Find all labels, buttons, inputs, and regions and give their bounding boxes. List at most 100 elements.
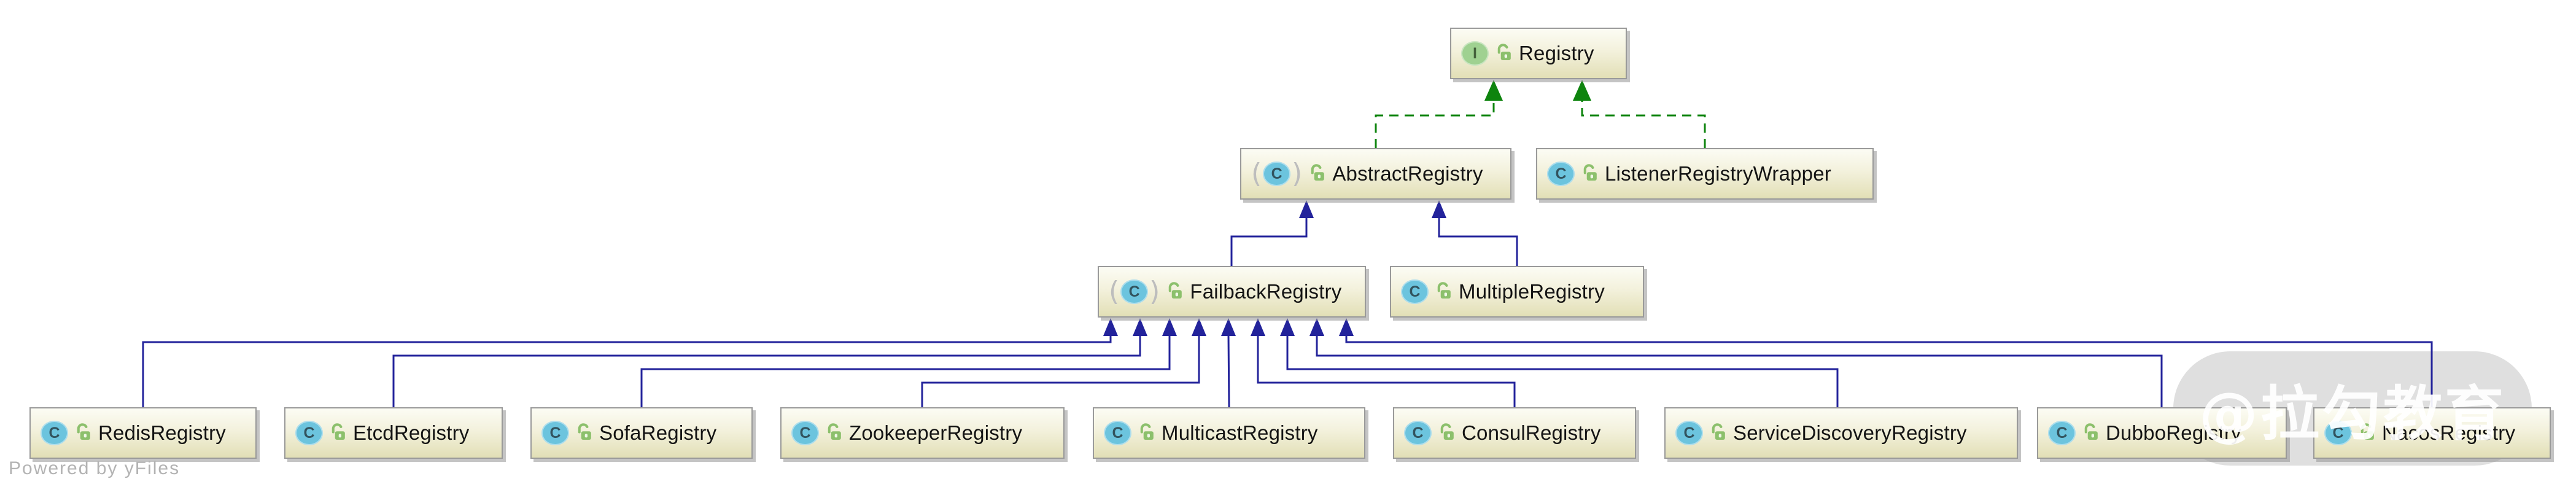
edge-redis-failback-extends [142,334,1112,407]
edge-nacos-failback-extends [1345,334,2433,407]
node-registry[interactable]: I Registry [1450,28,1627,79]
edge-listener-registry-implements [1581,99,1706,148]
class-icon: C [2324,421,2352,445]
class-icon: C [2048,421,2076,445]
extends-arrowhead [1192,318,1206,336]
node-nacos[interactable]: C NacosRegistry [2313,407,2551,459]
public-lock-icon [1437,281,1451,299]
node-label: DubboRegistry [2106,421,2241,444]
implements-arrowhead [1573,80,1591,101]
class-icon-letter: C [1675,421,1703,445]
class-icon: C [1104,421,1131,445]
extends-arrowhead [1339,318,1354,336]
node-label: EtcdRegistry [353,421,470,444]
class-icon-letter: C [1263,162,1291,186]
edge-dubbo-failback-extends [1316,334,2163,407]
node-zookeeper[interactable]: C ZookeeperRegistry [780,407,1065,459]
class-icon: C [791,421,819,445]
extends-arrowhead [1162,318,1177,336]
public-lock-icon [1497,43,1511,60]
abstract-paren: ) [1292,158,1303,189]
node-etcd[interactable]: C EtcdRegistry [284,407,503,459]
node-label: ListenerRegistryWrapper [1605,162,1831,185]
node-label: MulticastRegistry [1162,421,1318,444]
extends-arrowhead [1221,318,1236,336]
public-lock-icon [77,423,90,440]
node-label: FailbackRegistry [1190,280,1342,303]
node-redis[interactable]: C RedisRegistry [29,407,257,459]
extends-arrowhead [1251,318,1265,336]
public-lock-icon [1712,423,1725,440]
node-failback[interactable]: (C) FailbackRegistry [1098,266,1366,318]
class-icon: C [1675,421,1703,445]
node-listener[interactable]: C ListenerRegistryWrapper [1536,148,1874,200]
edge-abstract-registry-implements [1375,99,1495,148]
class-icon: (C) [1251,158,1303,189]
node-consul[interactable]: C ConsulRegistry [1393,407,1636,459]
edge-servicediscovery-failback-extends [1286,334,1839,407]
class-icon: C [41,421,68,445]
extends-arrowhead [1432,200,1446,218]
node-label: AbstractRegistry [1332,162,1483,185]
class-icon-letter: C [1104,421,1131,445]
edge-multicast-failback-extends [1227,334,1230,408]
node-label: MultipleRegistry [1459,280,1605,303]
public-lock-icon [1169,281,1182,299]
public-lock-icon [2084,423,2098,440]
class-icon-letter: C [2048,421,2076,445]
class-icon-letter: C [41,421,68,445]
class-icon: C [1547,162,1575,186]
class-icon-letter: C [791,421,819,445]
edge-consul-failback-extends [1257,334,1516,407]
edge-zookeeper-failback-extends [921,334,1200,407]
node-label: NacosRegistry [2382,421,2516,444]
edge-etcd-failback-extends [392,334,1141,407]
class-icon-letter: C [295,421,323,445]
class-icon-letter: C [1401,279,1429,304]
public-lock-icon [1440,423,1454,440]
class-icon-letter: C [1404,421,1432,445]
yfiles-credit: Powered by yFiles [9,458,180,478]
class-icon: C [1401,279,1429,304]
public-lock-icon [828,423,841,440]
implements-arrowhead [1484,80,1503,101]
interface-icon-letter: I [1461,41,1489,66]
extends-arrowhead [1103,318,1118,336]
interface-icon: I [1461,41,1489,66]
node-abstract[interactable]: (C) AbstractRegistry [1240,148,1511,200]
node-label: Registry [1519,42,1594,64]
class-icon-letter: C [1120,279,1149,304]
node-label: RedisRegistry [98,421,226,444]
node-servicediscovery[interactable]: C ServiceDiscoveryRegistry [1664,407,2018,459]
class-icon: C [1404,421,1432,445]
extends-arrowhead [1309,318,1324,336]
public-lock-icon [332,423,345,440]
node-label: SofaRegistry [599,421,717,444]
extends-arrowhead [1299,200,1314,218]
edge-failback-abstract-extends [1230,216,1308,266]
public-lock-icon [1311,163,1325,181]
node-multiple[interactable]: C MultipleRegistry [1390,266,1644,318]
class-icon-letter: C [2324,421,2352,445]
node-label: ServiceDiscoveryRegistry [1733,421,1967,444]
class-icon-letter: C [541,421,569,445]
public-lock-icon [1583,163,1597,181]
class-icon: (C) [1109,276,1160,307]
node-dubbo[interactable]: C DubboRegistry [2037,407,2287,459]
abstract-paren: ( [1251,158,1262,189]
public-lock-icon [2361,423,2374,440]
edge-multiple-abstract-extends [1438,216,1518,266]
edge-sofa-failback-extends [640,334,1171,407]
node-sofa[interactable]: C SofaRegistry [530,407,753,459]
node-label: ZookeeperRegistry [849,421,1023,444]
class-icon: C [541,421,569,445]
class-icon-letter: C [1547,162,1575,186]
abstract-paren: ( [1109,276,1120,307]
node-multicast[interactable]: C MulticastRegistry [1093,407,1365,459]
public-lock-icon [578,423,591,440]
node-label: ConsulRegistry [1462,421,1601,444]
abstract-paren: ) [1149,276,1160,307]
public-lock-icon [1140,423,1154,440]
